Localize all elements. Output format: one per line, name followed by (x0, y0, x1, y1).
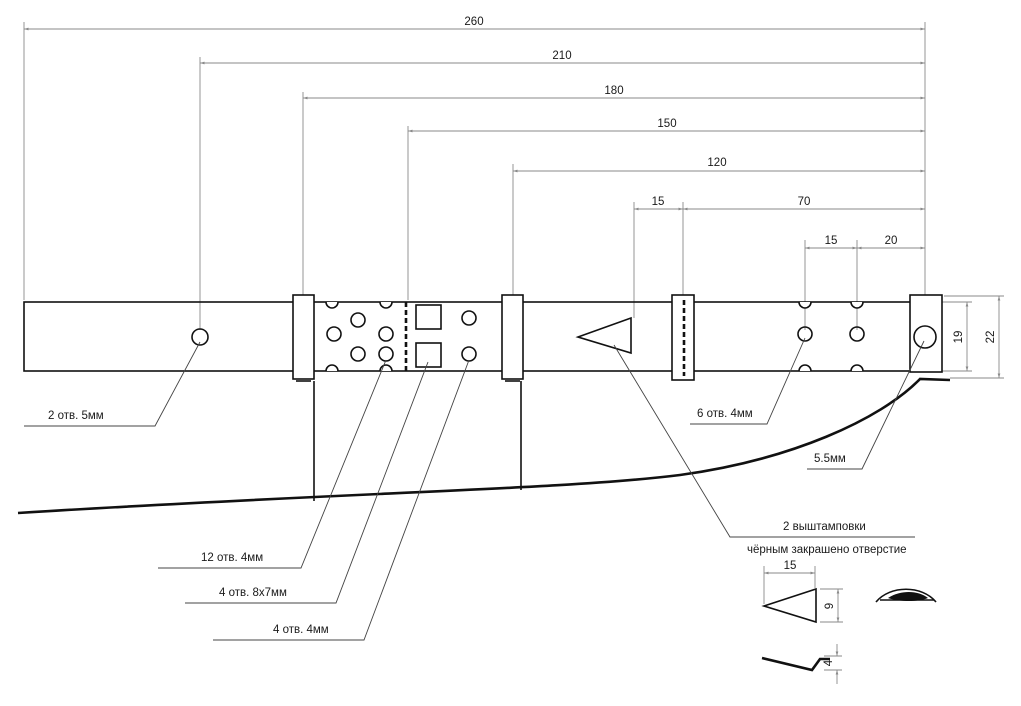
holes-4mm-group-6 (797, 326, 865, 342)
callout-stampings: 2 выштамповки чёрным закрашено отверстие (613, 344, 915, 556)
dim-210-label: 210 (552, 50, 571, 62)
clamp-1 (292, 294, 315, 382)
detail-width-label: 15 (784, 560, 797, 572)
base-curve (17, 377, 951, 515)
callout-2-holes-5mm-text: 2 отв. 5мм (48, 410, 104, 422)
callout-2-holes-5mm: 2 отв. 5мм (24, 341, 201, 427)
edge-notches (325, 301, 864, 372)
dimension-15-a: 15 (634, 196, 683, 211)
dimension-210: 210 (200, 50, 925, 65)
dimension-22: 22 (944, 295, 1004, 379)
stamp-triangle (575, 316, 632, 355)
dim-20-label: 20 (885, 235, 898, 247)
dimension-120: 120 (513, 157, 925, 173)
holes-4mm-group-12 (326, 312, 394, 362)
supports (313, 381, 522, 501)
detail-step-profile: 4 (761, 644, 842, 684)
dim-180-label: 180 (604, 85, 623, 97)
dim-15a-label: 15 (652, 196, 665, 208)
dim-15b-label: 15 (825, 235, 838, 247)
dimension-260: 260 (24, 16, 925, 31)
clamp-3 (671, 294, 695, 381)
dimension-180: 180 (303, 85, 925, 100)
dimension-150: 150 (408, 118, 925, 133)
main-bar (23, 301, 942, 372)
callout-4-holes-4mm-text: 4 отв. 4мм (273, 624, 329, 636)
detail-height-label: 9 (824, 603, 836, 609)
holes-8x7 (415, 304, 442, 368)
dimension-15-b: 15 (805, 235, 857, 250)
callout-12-holes-4mm-text: 12 отв. 4мм (201, 552, 263, 564)
dimension-20: 20 (857, 235, 925, 250)
callout-6-holes-4mm: 6 отв. 4мм (690, 337, 806, 425)
dim-260-label: 260 (464, 16, 483, 28)
extension-lines (23, 22, 926, 330)
callout-5-5mm-text: 5.5мм (814, 453, 846, 465)
detail-eye-profile (875, 588, 937, 603)
callout-stampings-line1: 2 выштамповки (783, 521, 866, 533)
dim-22-label: 22 (985, 331, 997, 344)
callout-4-holes-8x7-text: 4 отв. 8x7мм (219, 587, 287, 599)
dim-70-label: 70 (798, 196, 811, 208)
holes-5mm (191, 328, 209, 346)
dim-120-label: 120 (707, 157, 726, 169)
dimension-70: 70 (683, 196, 925, 211)
detail-triangle: 15 9 (761, 560, 843, 624)
detail-depth-label: 4 (823, 659, 835, 666)
callout-12-holes-4mm: 12 отв. 4мм (158, 359, 387, 569)
callout-4-holes-4mm: 4 отв. 4мм (213, 359, 470, 641)
clamp-2 (501, 294, 524, 382)
callout-4-holes-8x7: 4 отв. 8x7мм (185, 361, 429, 604)
callout-6-holes-4mm-text: 6 отв. 4мм (697, 408, 753, 420)
holes-4mm-group-4 (461, 310, 477, 362)
dim-19-label: 19 (953, 331, 965, 344)
callout-stampings-line2: чёрным закрашено отверстие (747, 544, 907, 556)
callout-5-5mm: 5.5мм (807, 340, 925, 470)
dimension-19: 19 (942, 301, 972, 372)
dim-150-label: 150 (657, 118, 676, 130)
